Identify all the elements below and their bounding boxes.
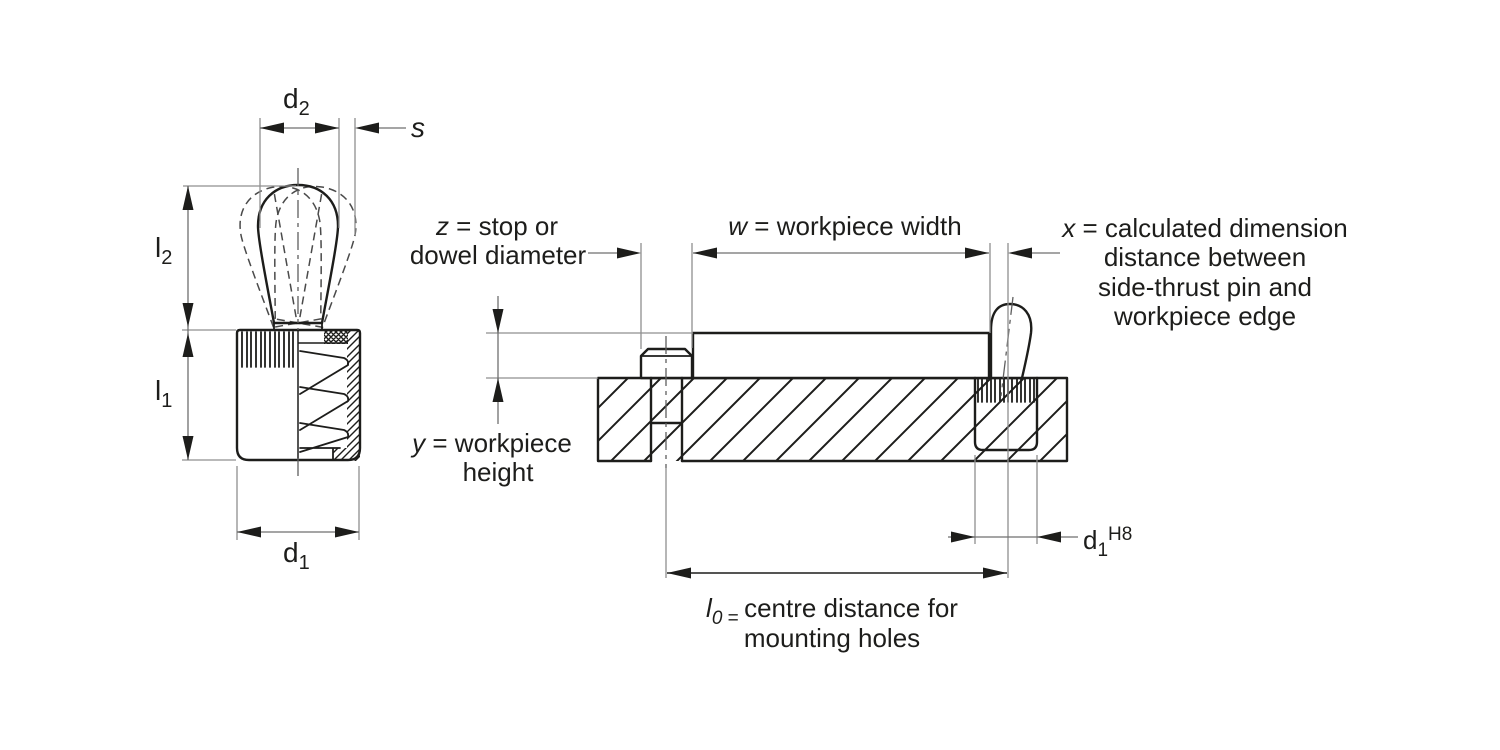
label-s: s (411, 112, 425, 143)
label-d1: d1 (283, 537, 310, 574)
label-x-line4: workpiece edge (1113, 301, 1296, 331)
label-x-line2: distance between (1104, 242, 1306, 272)
pin-knob-pressing (989, 302, 1033, 380)
label-l2: l2 (155, 232, 172, 269)
label-d1h8: d1H8 (1083, 524, 1132, 561)
base-plate (596, 376, 1069, 463)
label-z-line1: z = stop or (435, 211, 558, 241)
pin-knob-tilted-left (239, 185, 322, 329)
workpiece (691, 331, 991, 380)
side-thrust-pin-installed (973, 296, 1039, 452)
installation-section (596, 296, 1069, 578)
dim-s: s (354, 112, 425, 235)
label-w: w = workpiece width (728, 211, 961, 241)
knurl-lines-installed (977, 378, 1035, 403)
label-l1: l1 (155, 375, 172, 412)
dim-d2: d2 (259, 83, 340, 228)
dim-l2: l2 (155, 185, 296, 331)
label-l0-line1: l0 = centre distance for (706, 593, 958, 629)
label-d2: d2 (283, 83, 310, 120)
stop-dowel-pin (639, 336, 694, 578)
dim-z: z = stop or dowel diameter (410, 211, 693, 349)
label-z-line2: dowel diameter (410, 240, 587, 270)
dim-y: y = workpiece height (410, 296, 693, 487)
label-y-line1: y = workpiece (410, 428, 572, 458)
dim-l1: l1 (155, 330, 236, 461)
label-x-line3: side-thrust pin and (1098, 272, 1312, 302)
pin-side-view (235, 168, 362, 478)
spring-coil (299, 350, 350, 460)
label-l0-line2: mounting holes (744, 623, 920, 653)
dim-d1h8: d1H8 (948, 455, 1132, 561)
plate-hatch (598, 378, 1067, 461)
knob-tilted-centerline (1000, 296, 1014, 397)
dim-d1: d1 (236, 466, 360, 574)
label-y-line2: height (463, 457, 535, 487)
label-x-line1: x = calculated dimension (1060, 213, 1347, 243)
dim-l0: l0 = centre distance for mounting holes (667, 567, 1007, 653)
dim-w: w = workpiece width (693, 211, 991, 333)
knurl-lines (241, 331, 294, 368)
pin-knob-tilted-right (274, 185, 357, 329)
mounting-hole (973, 376, 1039, 452)
crimp-crosshatch (324, 331, 348, 344)
dim-x: x = calculated dimension distance betwee… (1007, 213, 1348, 578)
